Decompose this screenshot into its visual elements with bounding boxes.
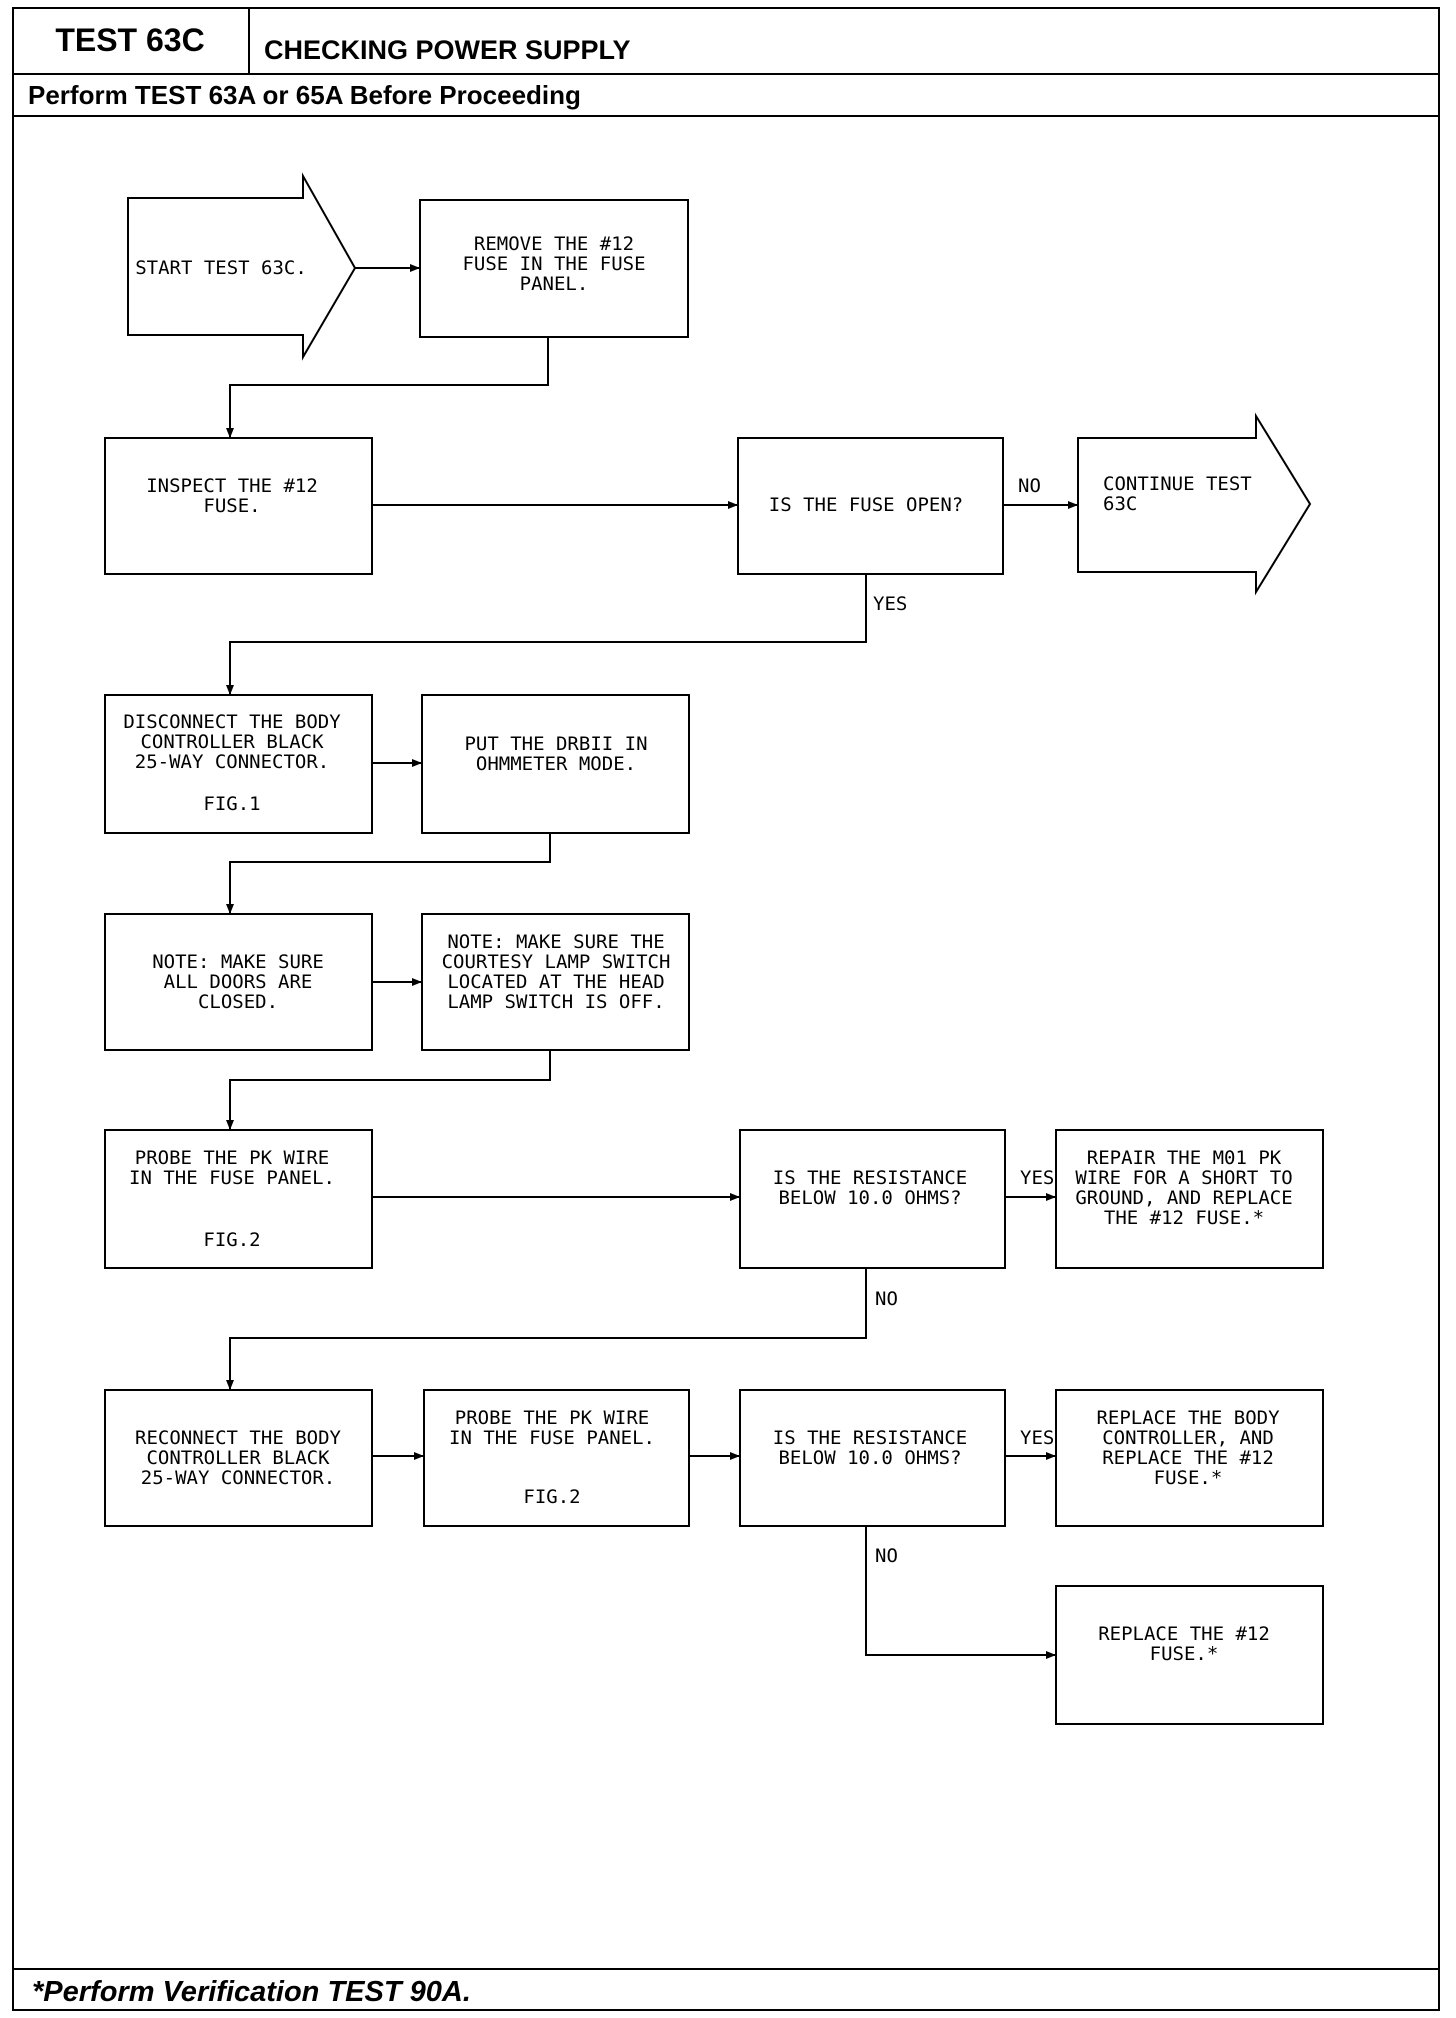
test-id: TEST 63C [12, 7, 250, 73]
fuse-open-text-line: IS THE FUSE OPEN? [769, 494, 963, 516]
footer: *Perform Verification TEST 90A. [12, 1968, 1440, 2011]
label-yes-2: YES [1020, 1167, 1054, 1189]
label-yes-1: YES [873, 593, 907, 615]
repair-m01-text-line: THE #12 FUSE.* [1104, 1207, 1264, 1229]
reconnect-box [104, 1389, 373, 1527]
repair-m01-text-line: GROUND, AND REPLACE [1075, 1187, 1292, 1209]
start-text-line: START TEST 63C. [135, 257, 307, 279]
remove-fuse-text-line: FUSE IN THE FUSE [462, 253, 645, 275]
probe-1-text-line: PROBE THE PK WIRE [135, 1147, 329, 1169]
replace-controller-text-line: CONTROLLER, AND [1102, 1427, 1274, 1449]
ohmmeter-text-line: PUT THE DRBII IN [464, 733, 647, 755]
resistance-1-text-line: IS THE RESISTANCE [773, 1167, 967, 1189]
start-terminal [127, 172, 357, 361]
resistance-2-text-line: BELOW 10.0 OHMS? [778, 1447, 961, 1469]
continue-text-line: 63C [1103, 493, 1137, 515]
prerequisite-row: Perform TEST 63A or 65A Before Proceedin… [12, 75, 1440, 117]
repair-m01-text-line: REPAIR THE M01 PK [1087, 1147, 1282, 1169]
inspect-fuse-text-line: FUSE. [203, 495, 260, 517]
probe-2-text-line: IN THE FUSE PANEL. [449, 1427, 655, 1449]
resistance-2-text-line: IS THE RESISTANCE [773, 1427, 967, 1449]
inspect-fuse-text-line: INSPECT THE #12 [146, 475, 318, 497]
probe-1-box [104, 1129, 373, 1269]
ohmmeter-text-line: OHMMETER MODE. [476, 753, 636, 775]
replace-fuse-text-line: FUSE.* [1150, 1643, 1219, 1665]
resistance-1-text-line: BELOW 10.0 OHMS? [778, 1187, 961, 1209]
replace-controller-text-line: REPLACE THE #12 [1102, 1447, 1274, 1469]
probe-2-text-line: PROBE THE PK WIRE [455, 1407, 649, 1429]
replace-controller-text-line: REPLACE THE BODY [1096, 1407, 1280, 1429]
note-doors-text-line: CLOSED. [198, 991, 278, 1013]
probe-1-text-line: IN THE FUSE PANEL. [129, 1167, 335, 1189]
prerequisite-text: Perform TEST 63A or 65A Before Proceedin… [28, 80, 581, 110]
note-lamp-text-line: NOTE: MAKE SURE THE [447, 931, 664, 953]
note-doors-text-line: NOTE: MAKE SURE [152, 951, 324, 973]
probe-1-fig: FIG.2 [203, 1229, 260, 1251]
disconnect-text-line: 25-WAY CONNECTOR. [135, 751, 329, 773]
footer-note: *Perform Verification TEST 90A. [32, 1976, 471, 2008]
fuse-open-text: IS THE FUSE OPEN? [769, 494, 963, 516]
reconnect-text-line: RECONNECT THE BODY [135, 1427, 341, 1449]
resistance-decision-1 [739, 1129, 1006, 1269]
resistance-decision-2 [739, 1389, 1006, 1527]
label-no-1: NO [1018, 475, 1041, 497]
continue-text-line: CONTINUE TEST [1103, 473, 1252, 495]
page-frame [12, 7, 1440, 2011]
replace-controller-box [1055, 1389, 1324, 1527]
note-doors-text-line: ALL DOORS ARE [164, 971, 313, 993]
header-row: TEST 63C CHECKING POWER SUPPLY [12, 7, 1440, 75]
replace-fuse-text-line: REPLACE THE #12 [1098, 1623, 1270, 1645]
test-title: CHECKING POWER SUPPLY [264, 35, 631, 65]
note-lamp-text-line: LAMP SWITCH IS OFF. [447, 991, 664, 1013]
reconnect-text-line: 25-WAY CONNECTOR. [141, 1467, 335, 1489]
continue-terminal [1077, 412, 1312, 596]
probe-2-fig: FIG.2 [523, 1486, 580, 1508]
disconnect-fig: FIG.1 [203, 793, 260, 815]
reconnect-text-line: CONTROLLER BLACK [146, 1447, 330, 1469]
label-no-2: NO [875, 1288, 898, 1310]
probe-2-box [423, 1389, 690, 1527]
start-text: START TEST 63C. [135, 257, 307, 279]
label-yes-3: YES [1020, 1427, 1054, 1449]
repair-m01-text-line: WIRE FOR A SHORT TO [1075, 1167, 1292, 1189]
replace-controller-text-line: FUSE.* [1154, 1467, 1223, 1489]
remove-fuse-text-line: REMOVE THE #12 [474, 233, 634, 255]
repair-m01-box [1055, 1129, 1324, 1269]
disconnect-text-line: CONTROLLER BLACK [140, 731, 324, 753]
label-no-3: NO [875, 1545, 898, 1567]
note-lamp-text-line: COURTESY LAMP SWITCH [442, 951, 671, 973]
remove-fuse-text-line: PANEL. [520, 273, 589, 295]
note-lamp-text-line: LOCATED AT THE HEAD [447, 971, 664, 993]
disconnect-text-line: DISCONNECT THE BODY [123, 711, 341, 733]
